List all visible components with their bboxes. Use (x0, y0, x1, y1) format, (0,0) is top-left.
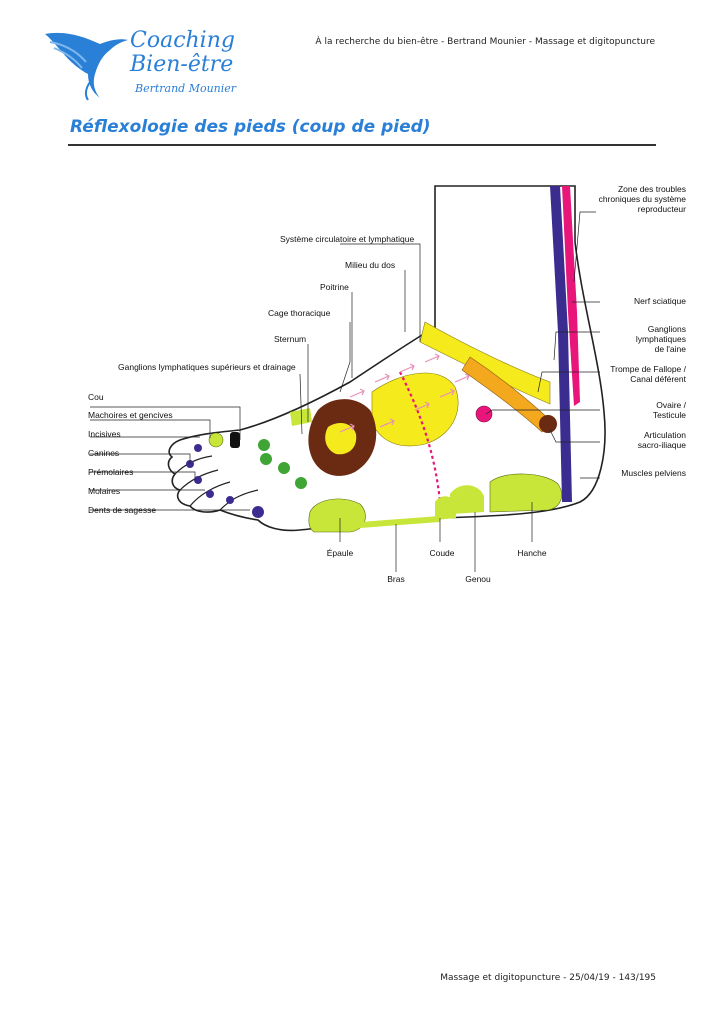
foot-reflexology-diagram: Système circulatoire et lymphatique Mili… (88, 184, 687, 584)
zone-machoires (208, 432, 224, 448)
label-hanche: Hanche (517, 548, 547, 558)
zone-sacro-iliaque (539, 415, 557, 433)
label-articulation-l2: sacro-iliaque (638, 440, 686, 450)
label-molaires: Molaires (88, 486, 120, 496)
label-incisives: Incisives (88, 429, 121, 439)
logo-title-line2: Bien-être (130, 52, 234, 77)
lymph-arrows (339, 353, 470, 433)
zone-epaule (308, 498, 366, 533)
label-cage-thoracique: Cage thoracique (268, 308, 331, 318)
label-ovaire-l2: Testicule (653, 410, 686, 420)
toe-marker-1 (194, 444, 202, 452)
label-ganglions-l3: de l'aine (655, 344, 687, 354)
logo-title-line1: Coaching (130, 28, 235, 53)
zone-cou-yellow (290, 408, 312, 426)
zone-dents-sagesse (252, 506, 264, 518)
label-zone-l3: reproducteur (638, 204, 686, 214)
zone-canines (260, 453, 272, 465)
zone-ovaire (475, 405, 493, 423)
label-poitrine: Poitrine (320, 282, 349, 292)
zone-sciatique-band (550, 186, 572, 502)
label-machoires: Machoires et gencives (88, 410, 173, 420)
label-milieu-du-dos: Milieu du dos (345, 260, 395, 270)
label-canines: Canines (88, 448, 119, 458)
zone-cou-black (230, 432, 240, 448)
zone-bras (360, 516, 440, 528)
label-systeme-circulatoire: Système circulatoire et lymphatique (280, 234, 414, 244)
label-zone-l1: Zone des troubles (618, 184, 686, 194)
label-muscles-pelviens: Muscles pelviens (621, 468, 686, 478)
zone-genou (450, 485, 484, 514)
label-coude: Coude (429, 548, 454, 558)
label-nerf-sciatique: Nerf sciatique (634, 296, 686, 306)
title-divider (68, 144, 656, 146)
label-ganglions-superieurs: Ganglions lymphatiques supérieurs et dra… (118, 362, 296, 372)
zone-reproducteur-band (562, 186, 580, 406)
zone-fallope-orange (461, 356, 551, 433)
zone-hanche (489, 473, 562, 513)
coude-dotted-line (399, 371, 442, 503)
label-cou: Cou (88, 392, 104, 402)
toe-marker-4 (206, 490, 214, 498)
label-trompe-l2: Canal déférent (630, 374, 686, 384)
label-epaule: Épaule (327, 548, 354, 558)
toe-marker-5 (226, 496, 234, 504)
running-header: À la recherche du bien-être - Bertrand M… (315, 37, 655, 47)
label-sternum: Sternum (274, 334, 306, 344)
hummingbird-icon (45, 32, 128, 101)
label-genou: Genou (465, 574, 491, 584)
toe-marker-3 (194, 476, 202, 484)
label-bras: Bras (387, 574, 404, 584)
logo: Coaching Bien-être Bertrand Mounier (40, 22, 240, 102)
page-footer: Massage et digitopuncture - 25/04/19 - 1… (440, 973, 656, 983)
label-premolaires: Prémolaires (88, 467, 133, 477)
zone-lymph-yellow (419, 321, 551, 405)
label-articulation-l1: Articulation (644, 430, 686, 440)
label-ganglions-l1: Ganglions (648, 324, 686, 334)
label-trompe-l1: Trompe de Fallope / (610, 364, 686, 374)
label-ovaire-l1: Ovaire / (656, 400, 686, 410)
leader-lines (90, 211, 600, 572)
zone-sternum-yellow (325, 422, 357, 455)
label-dents-de-sagesse: Dents de sagesse (88, 505, 156, 515)
zone-premolaires (278, 462, 290, 474)
zone-molaires (295, 477, 307, 489)
logo-subtitle: Bertrand Mounier (135, 82, 237, 95)
page-title: Réflexologie des pieds (coup de pied) (70, 117, 431, 137)
label-ganglions-l2: lymphatiques (636, 334, 686, 344)
label-zone-l2: chroniques du système (599, 194, 687, 204)
zone-incisives (258, 439, 270, 451)
